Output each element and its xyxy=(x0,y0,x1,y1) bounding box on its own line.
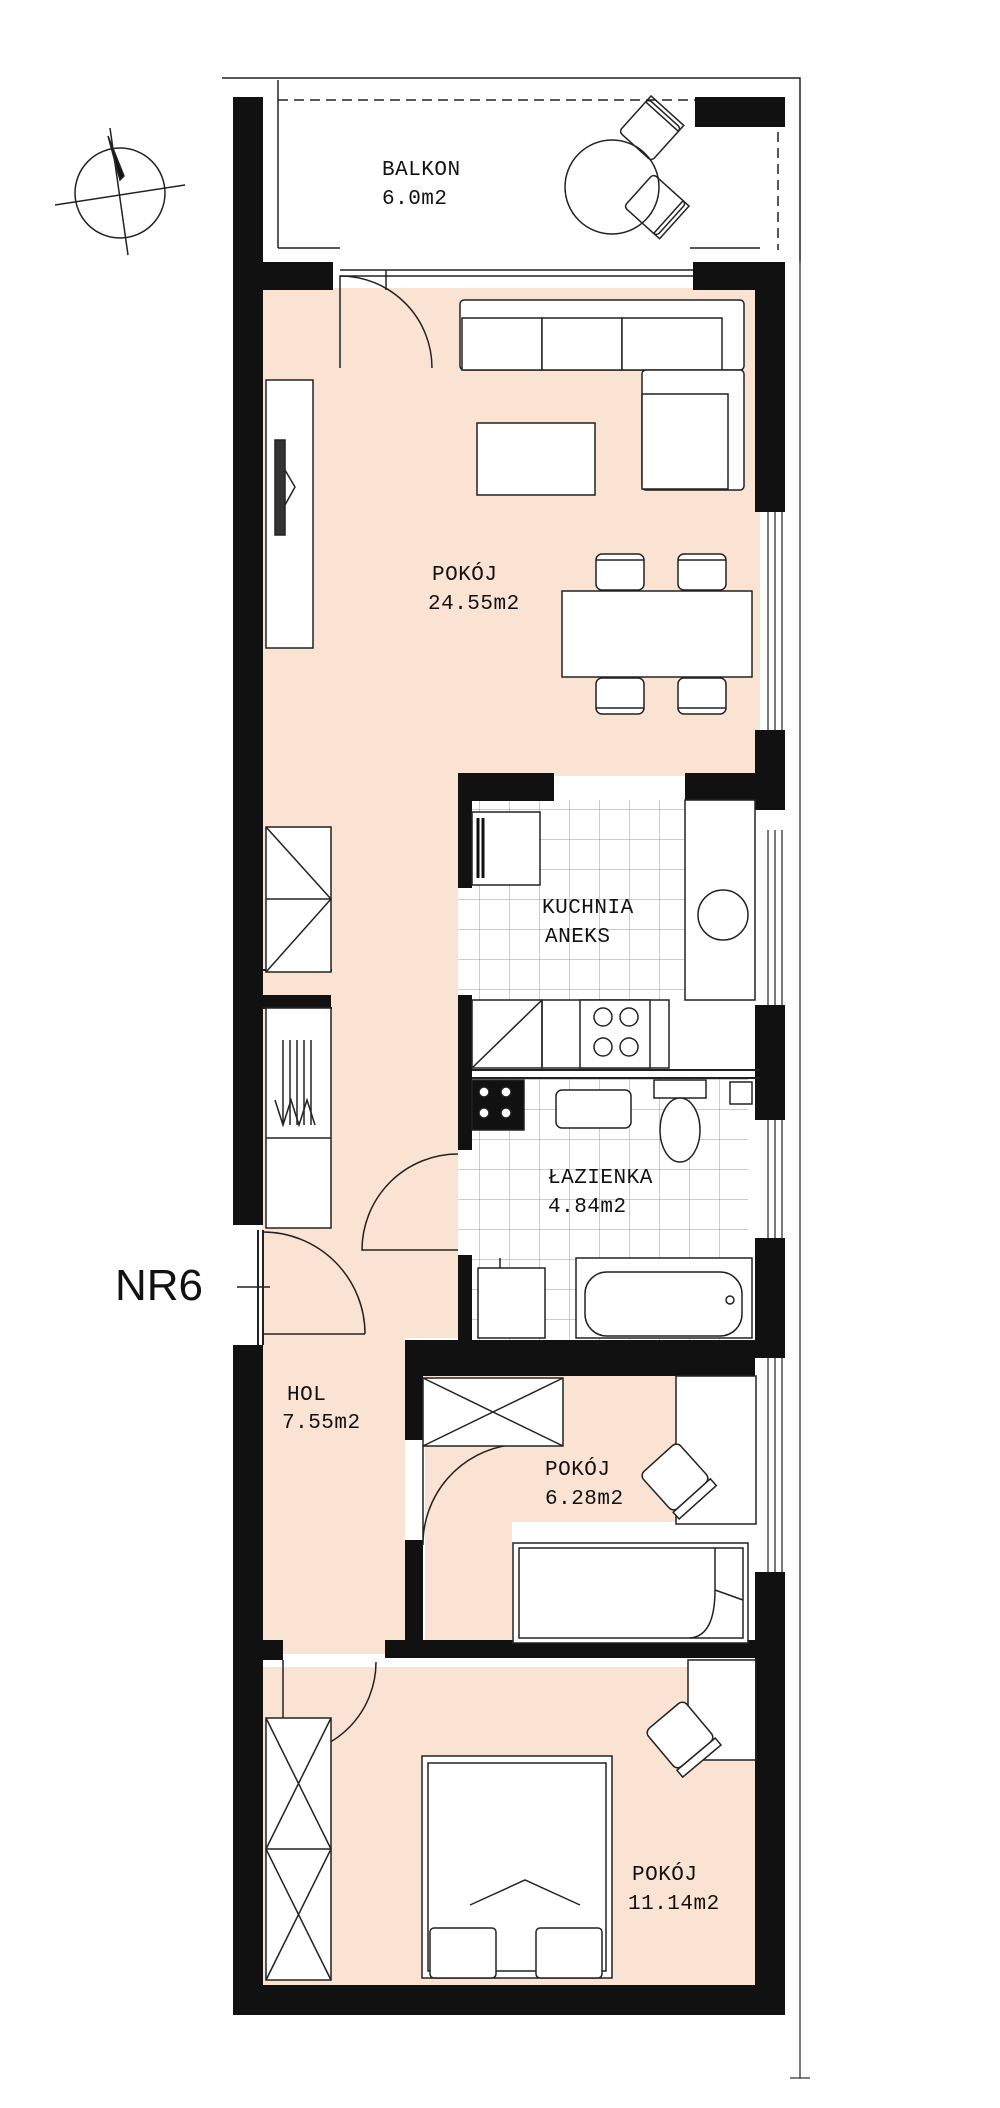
apartment-label: NR6 xyxy=(115,1261,203,1310)
balcony xyxy=(222,77,801,277)
pokoj1-name: POKÓJ xyxy=(432,563,498,587)
balkon-area: 6.0m2 xyxy=(382,188,448,211)
balkon-name: BALKON xyxy=(382,159,461,182)
lazienka-name: ŁAZIENKA xyxy=(548,1167,653,1190)
pokoj1-area: 24.55m2 xyxy=(428,593,520,616)
pokoj3-name: POKÓJ xyxy=(632,1863,698,1887)
pokoj2-name: POKÓJ xyxy=(545,1458,611,1482)
bathroom-fixtures xyxy=(471,1079,753,1339)
pokoj3-area: 11.14m2 xyxy=(628,1893,720,1916)
hol-area: 7.55m2 xyxy=(282,1412,361,1435)
kitchen-furniture xyxy=(471,799,756,1069)
north-arrow-icon xyxy=(54,127,186,256)
lazienka-area: 4.84m2 xyxy=(548,1196,627,1219)
bedroom-furniture xyxy=(265,1659,757,1981)
room-labels: BALKON 6.0m2 POKÓJ 24.55m2 KUCHNIA ANEKS… xyxy=(115,159,720,1916)
pokoj2-area: 6.28m2 xyxy=(545,1488,624,1511)
walls xyxy=(233,97,785,2015)
hol-name: HOL xyxy=(287,1384,326,1407)
kuchnia-name2: ANEKS xyxy=(545,926,611,949)
living-furniture xyxy=(265,299,753,1229)
small-room-furniture xyxy=(422,1375,757,1644)
kuchnia-name: KUCHNIA xyxy=(542,897,634,920)
